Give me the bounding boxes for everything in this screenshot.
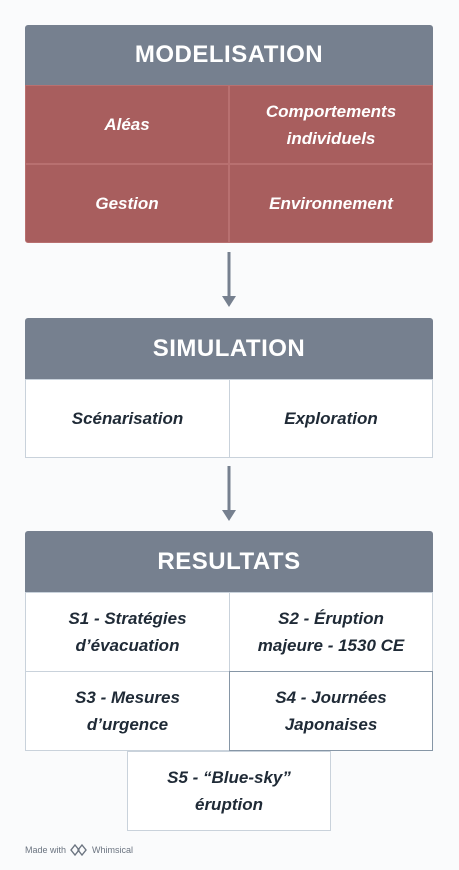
arrow-modelisation-to-simulation (222, 252, 236, 307)
resultats-cell-s5: S5 - “Blue-sky” éruption (127, 751, 331, 831)
resultats-cell-s4: S4 - Journées Japonaises (229, 671, 433, 751)
resultats-cell-s3: S3 - Mesures d’urgence (25, 671, 230, 751)
arrow-simulation-to-resultats (222, 466, 236, 521)
simulation-cell-exploration: Exploration (229, 379, 433, 458)
modelisation-cell-comportements: Comportements individuels (229, 85, 433, 164)
modelisation-header: MODELISATION (25, 25, 433, 85)
resultats-header: RESULTATS (25, 531, 433, 592)
simulation-header: SIMULATION (25, 318, 433, 379)
whimsical-logo-icon (70, 844, 87, 856)
modelisation-cell-environnement: Environnement (229, 164, 433, 243)
modelisation-cell-aleas: Aléas (25, 85, 229, 164)
resultats-cell-s1: S1 - Stratégies d’évacuation (25, 592, 230, 672)
resultats-cell-s2: S2 - Éruption majeure - 1530 CE (229, 592, 433, 672)
footer-made-with: Made with (25, 845, 67, 855)
footer-watermark: Made with Whimsical (25, 844, 133, 856)
footer-brand: Whimsical (92, 845, 134, 855)
modelisation-cell-gestion: Gestion (25, 164, 229, 243)
simulation-cell-scenarisation: Scénarisation (25, 379, 230, 458)
